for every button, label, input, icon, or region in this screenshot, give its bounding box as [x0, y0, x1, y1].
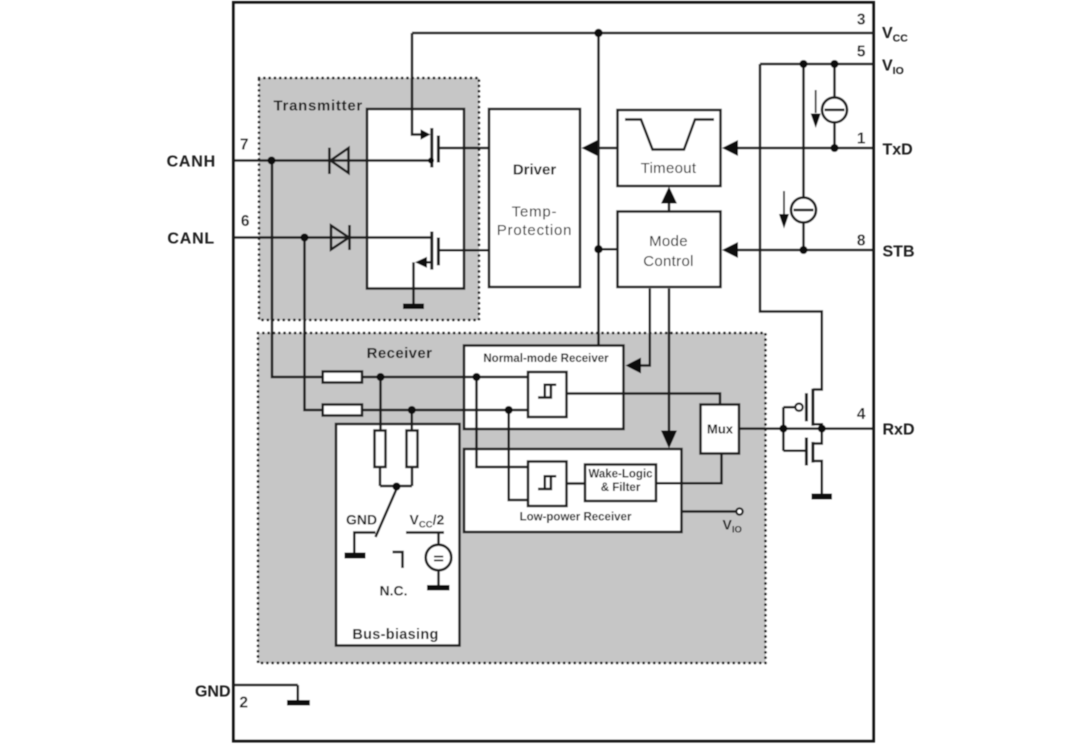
svg-text:VCC/2: VCC/2	[410, 512, 445, 531]
svg-text:Temp-: Temp-	[512, 204, 558, 221]
svg-text:VIO: VIO	[882, 58, 904, 78]
svg-text:GND: GND	[346, 512, 377, 528]
svg-text:CANL: CANL	[167, 231, 215, 248]
svg-text:Timeout: Timeout	[641, 160, 697, 177]
svg-text:3: 3	[857, 12, 866, 29]
svg-text:Driver: Driver	[513, 162, 557, 179]
svg-text:Wake-Logic: Wake-Logic	[588, 469, 653, 481]
svg-text:Mux: Mux	[707, 422, 734, 437]
svg-text:Normal-mode Receiver: Normal-mode Receiver	[483, 353, 609, 365]
svg-text:7: 7	[240, 137, 249, 154]
svg-text:5: 5	[857, 44, 866, 61]
svg-text:Bus-biasing: Bus-biasing	[352, 627, 438, 643]
svg-text:1: 1	[857, 131, 866, 148]
svg-text:2: 2	[239, 695, 248, 712]
svg-text:6: 6	[241, 213, 250, 230]
svg-text:Control: Control	[643, 253, 693, 270]
svg-text:Receiver: Receiver	[367, 345, 433, 362]
svg-text:Transmitter: Transmitter	[274, 98, 363, 115]
svg-text:8: 8	[857, 233, 866, 250]
svg-text:CANH: CANH	[167, 154, 216, 171]
svg-text:RxD: RxD	[883, 422, 915, 439]
svg-text:Mode: Mode	[649, 233, 688, 250]
svg-text:TxD: TxD	[883, 142, 913, 159]
svg-text:Protection: Protection	[497, 222, 573, 239]
svg-text:N.C.: N.C.	[380, 583, 408, 599]
svg-text:VCC: VCC	[882, 25, 908, 45]
svg-text:Low-power Receiver: Low-power Receiver	[520, 512, 632, 524]
svg-text:STB: STB	[883, 244, 915, 261]
svg-text:& Filter: & Filter	[601, 482, 641, 494]
svg-text:4: 4	[857, 406, 866, 423]
svg-text:GND: GND	[195, 684, 231, 701]
